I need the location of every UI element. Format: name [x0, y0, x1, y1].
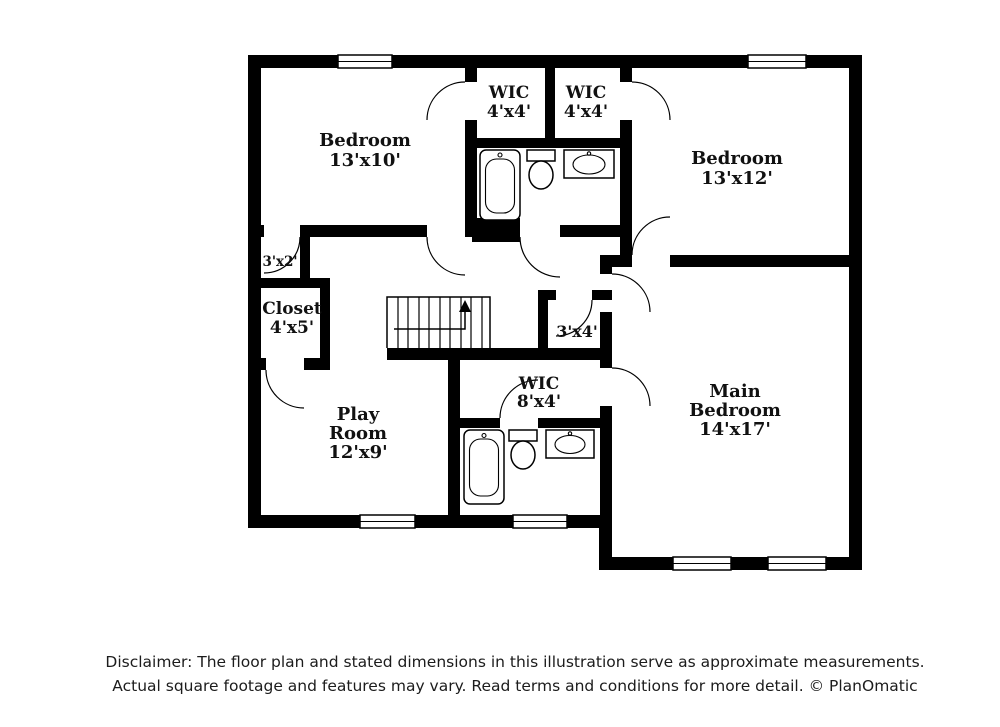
door-swings [263, 81, 671, 419]
door-swing-main-bedroom [611, 273, 651, 313]
wall [460, 418, 500, 428]
wall [600, 255, 632, 267]
closet-3x2-dims: 3'x2' [262, 254, 297, 270]
closet-3x4-dims: 3'x4' [556, 322, 598, 341]
wall [448, 360, 460, 515]
bedroom2-label: Bedroom [691, 148, 783, 169]
wall-left [248, 55, 261, 528]
door-swing-bedroom2 [631, 216, 671, 256]
wall [261, 225, 264, 237]
play-room-label-line2: Room [329, 423, 387, 444]
wic1-dims: 4'x4' [487, 102, 531, 122]
main-bedroom-label-line1: Main [709, 381, 761, 402]
toilet-icon [526, 149, 556, 190]
bathtub-icon [463, 429, 505, 505]
door-swing-hall-bath [519, 236, 561, 278]
bedroom1-label: Bedroom [319, 130, 411, 151]
closet-4x5-label: Closet [262, 299, 322, 319]
bathtub-icon [479, 149, 521, 221]
wall [387, 348, 612, 360]
play-room-label-line1: Play [337, 404, 380, 425]
interior-walls [261, 68, 849, 515]
wall [261, 278, 330, 288]
wic2-label: WIC [565, 83, 607, 103]
disclaimer-line2: Actual square footage and features may v… [112, 677, 917, 695]
door-swing-closet-4x5 [265, 369, 305, 409]
wall [620, 120, 632, 255]
wall [465, 120, 477, 237]
disclaimer-line1: Disclaimer: The floor plan and stated di… [105, 653, 924, 671]
door-swing-wic1 [426, 81, 466, 121]
wic-main-label: WIC [518, 374, 560, 394]
wall [670, 255, 849, 267]
wall [592, 290, 612, 300]
window [747, 54, 807, 69]
door-swing-wic2 [631, 81, 671, 121]
windows [337, 54, 827, 571]
staircase [386, 296, 491, 348]
wall [300, 225, 427, 237]
wic2-dims: 4'x4' [564, 102, 608, 122]
stair-treads [397, 297, 483, 348]
wall [472, 218, 520, 242]
wall [304, 358, 330, 370]
door-swing-closet-3x4 [555, 299, 593, 337]
wall [300, 237, 310, 278]
wall-right [849, 55, 862, 570]
main-bathroom-fixtures [463, 429, 595, 505]
wall [600, 267, 612, 274]
main-bedroom-label-line2: Bedroom [689, 400, 781, 421]
window [512, 514, 568, 529]
wall [538, 300, 548, 348]
wall [465, 68, 477, 82]
wall [261, 358, 266, 370]
door-swing-bedroom1 [426, 236, 466, 276]
wall [320, 278, 330, 370]
window [767, 556, 827, 571]
wall-top [248, 55, 862, 68]
wall [538, 418, 612, 428]
wic1-label: WIC [488, 83, 530, 103]
window [359, 514, 416, 529]
wall [560, 225, 620, 237]
room-labels: Bedroom 13'x10' WIC 4'x4' WIC 4'x4' Bedr… [262, 83, 783, 463]
main-bedroom-dims: 14'x17' [699, 419, 771, 440]
toilet-icon [508, 429, 538, 470]
sink-icon [563, 149, 615, 179]
wic-main-dims: 8'x4' [517, 392, 561, 412]
wall-step [599, 515, 612, 570]
door-swing-wic-main [499, 379, 539, 419]
stair-direction-arrow [394, 300, 471, 330]
bedroom2-dims: 13'x12' [701, 168, 773, 189]
door-swing-closet-3x2 [263, 236, 301, 274]
wall [545, 68, 555, 138]
closet-4x5-dims: 4'x5' [270, 318, 314, 338]
stair-outline [386, 296, 491, 348]
window [672, 556, 732, 571]
wall [600, 406, 612, 515]
wall [538, 290, 556, 300]
door-swing-main-bath [611, 367, 651, 407]
footer-disclaimer: Disclaimer: The floor plan and stated di… [105, 653, 924, 695]
play-room-dims: 12'x9' [328, 442, 387, 463]
bedroom1-dims: 13'x10' [329, 150, 401, 171]
sink-icon [545, 429, 595, 459]
wall [477, 138, 620, 148]
wall [620, 68, 632, 82]
hall-bathroom-fixtures [479, 149, 615, 221]
window [337, 54, 393, 69]
